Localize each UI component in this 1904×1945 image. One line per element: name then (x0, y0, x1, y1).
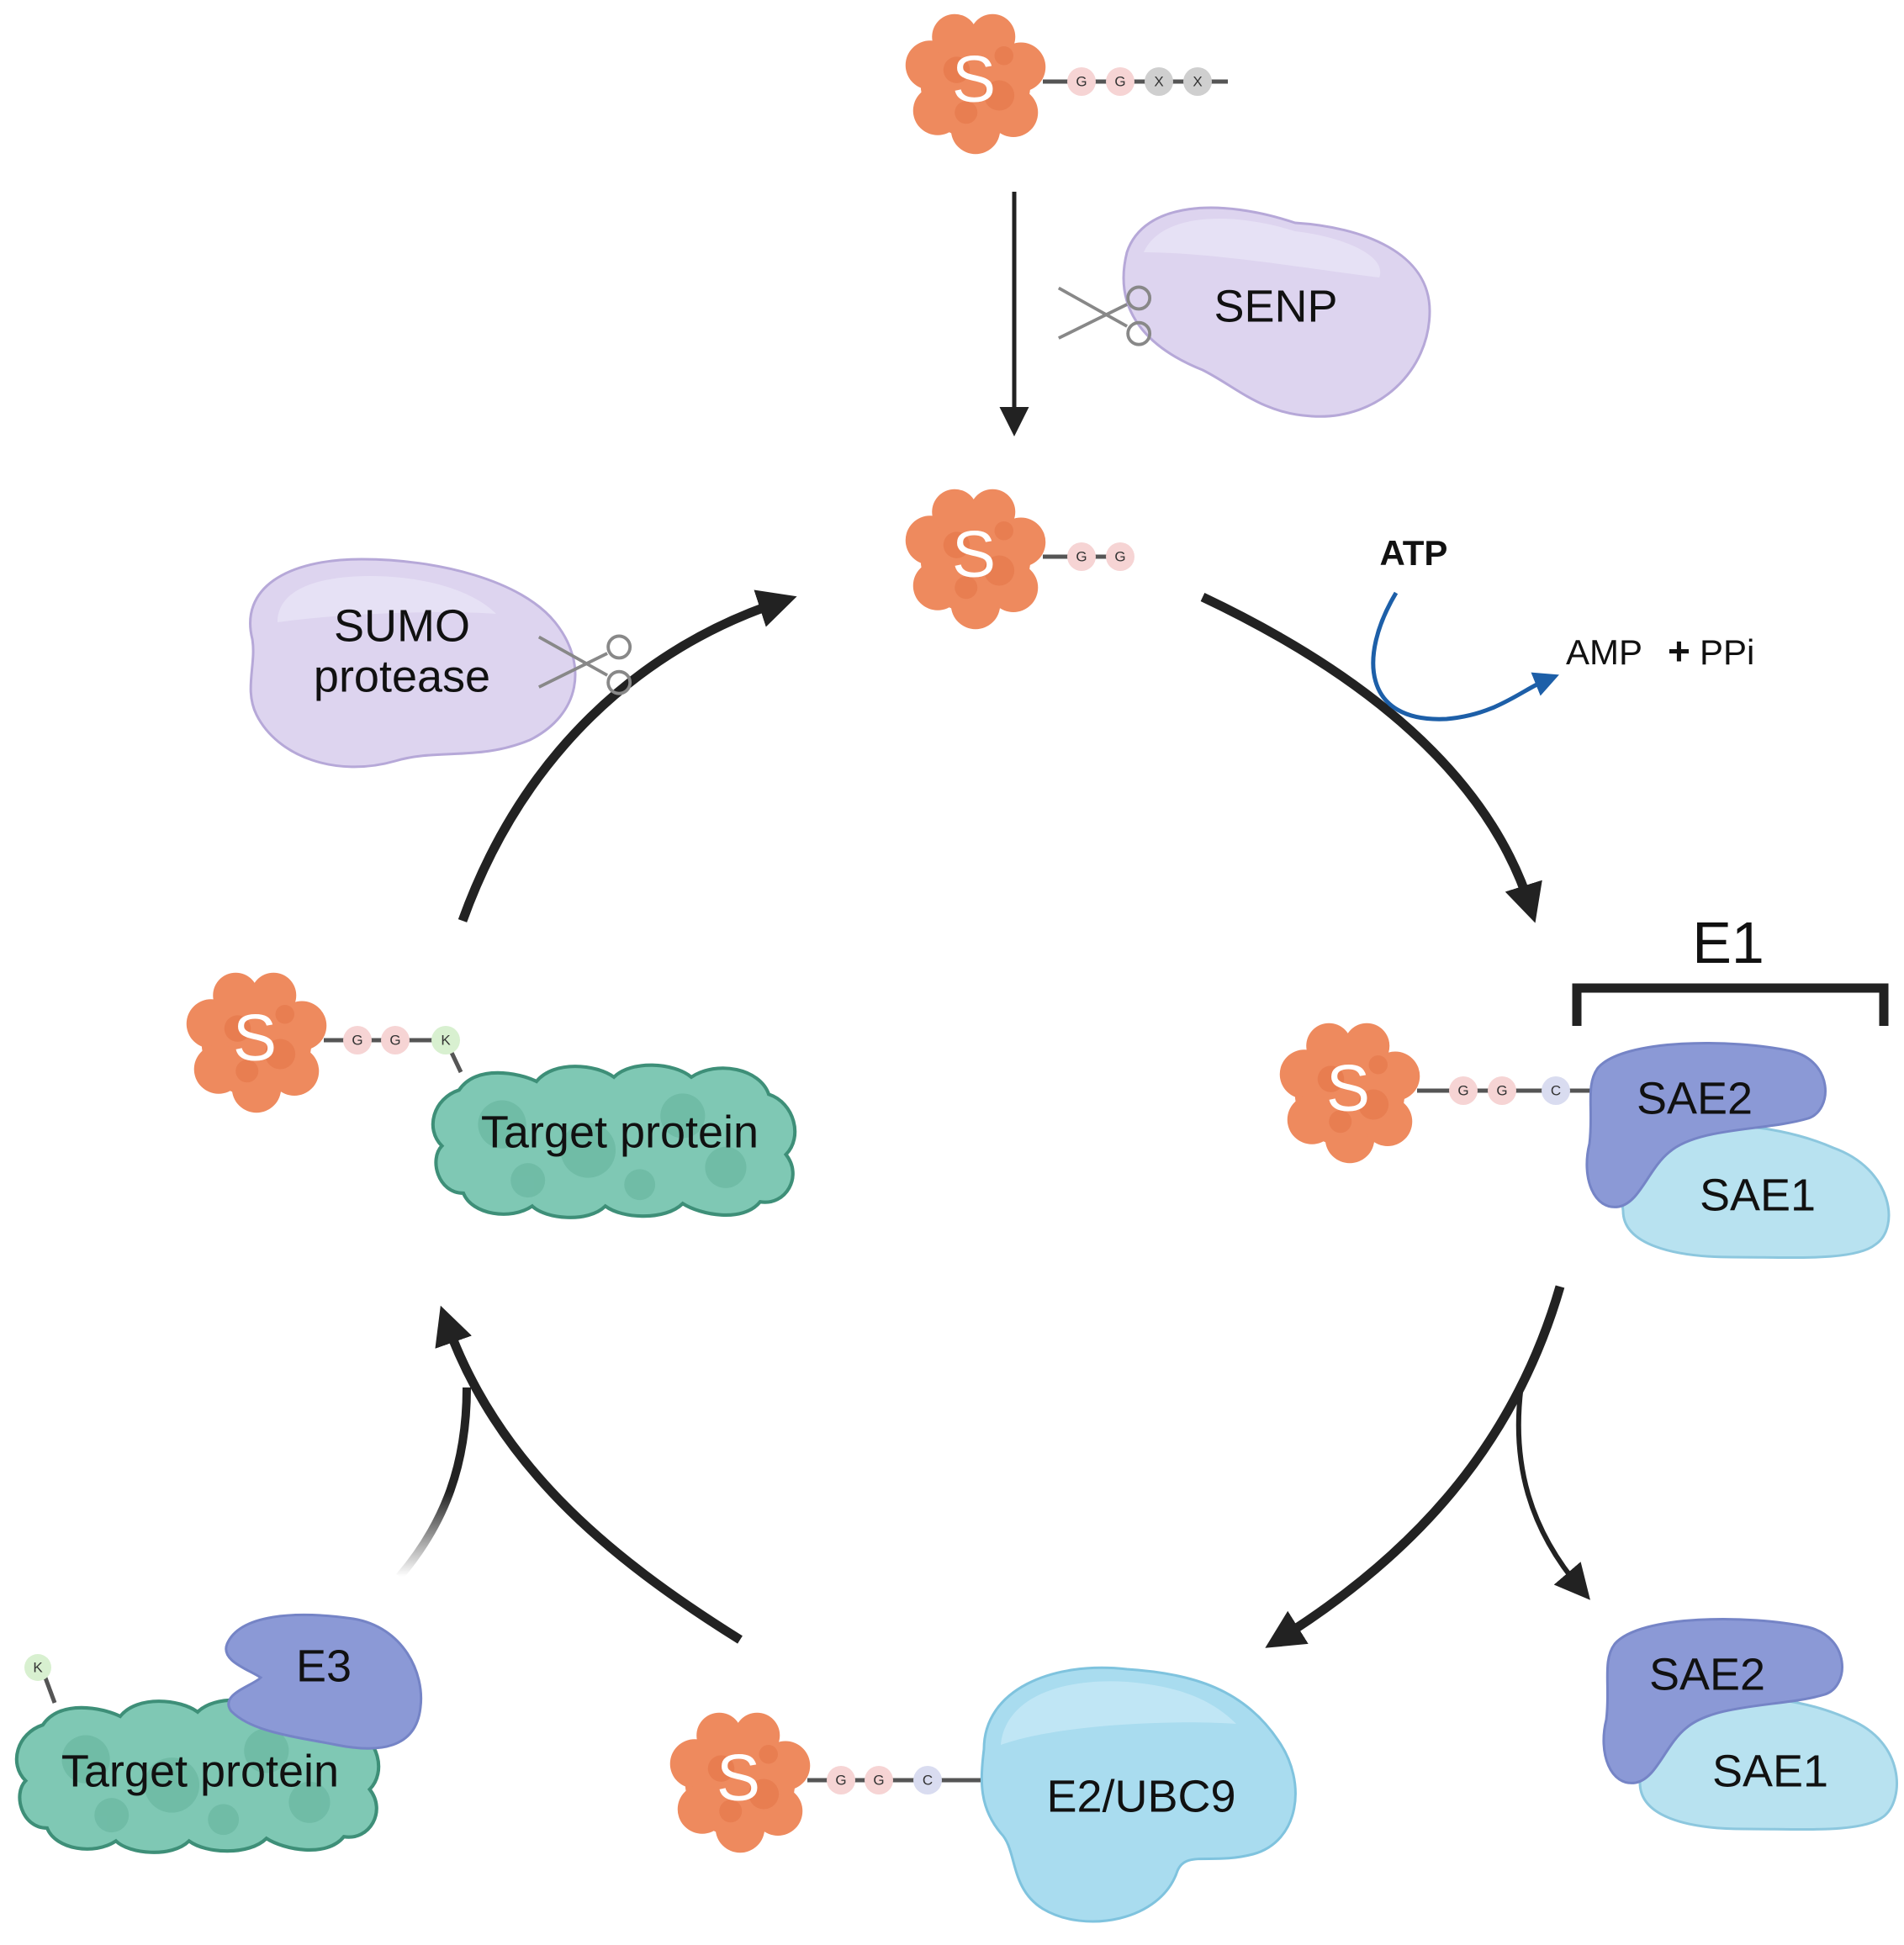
protease-label-line2: protease (314, 651, 490, 701)
e1-complex: E1 S G G C SAE2 SAE1 (1279, 910, 1891, 1260)
residue-g2: G (1114, 73, 1125, 89)
atp-reaction: ATP AMP + PPi (1371, 533, 1754, 721)
residue-g1: G (1457, 1082, 1468, 1098)
sumo-letter: S (1326, 1051, 1370, 1125)
residue-g1: G (352, 1032, 362, 1048)
precursor-residues: G G X X (1067, 67, 1212, 96)
sumo-letter: S (233, 1001, 277, 1075)
e3-label: E3 (296, 1641, 352, 1691)
e1-bracket (1572, 983, 1889, 1026)
arrow-deconjugation (457, 589, 797, 922)
sae2-subunit (1585, 1042, 1827, 1208)
sae2-label: SAE2 (1649, 1649, 1765, 1699)
cycle-arrows (435, 589, 1565, 1648)
e2-ubc9-enzyme (980, 1666, 1297, 1923)
sae1-subunit (1620, 1123, 1891, 1260)
sumo-target-conjugate: S G G K Target protein (186, 972, 795, 1218)
target-protein-label: Target protein (481, 1107, 759, 1157)
residue-x2: X (1193, 73, 1202, 89)
sae1-subunit (1637, 1695, 1898, 1831)
arrow-e3-contribution (396, 1387, 471, 1580)
released-e1: SAE2 SAE1 (1602, 1618, 1898, 1831)
sumo-letter: S (717, 1741, 760, 1815)
sae1-label: SAE1 (1700, 1170, 1816, 1220)
ppi-label: PPi (1700, 632, 1754, 672)
senp-enzyme: SENP (1056, 206, 1431, 418)
sumo-letter: S (952, 517, 996, 591)
lysine-residue: K (33, 1659, 43, 1675)
sae2-subunit (1602, 1618, 1843, 1784)
e2-ubc9-label: E2/UBC9 (1046, 1771, 1235, 1821)
sumo-precursor: S G G X X (905, 13, 1228, 155)
amp-label: AMP (1566, 632, 1642, 672)
residue-g2: G (1114, 548, 1125, 564)
residue-c: C (1551, 1082, 1561, 1098)
residue-k: K (441, 1032, 451, 1048)
sae1-label: SAE1 (1712, 1746, 1828, 1796)
residue-x1: X (1154, 73, 1163, 89)
sae2-label: SAE2 (1637, 1073, 1753, 1123)
protease-label-line1: SUMO (334, 600, 470, 651)
senp-label: SENP (1214, 281, 1337, 331)
e3-target-complex: K E3 Target protein (17, 1613, 423, 1852)
residue-g1: G (1076, 73, 1087, 89)
residue-g1: G (1076, 548, 1087, 564)
arrow-to-e2 (1265, 1285, 1565, 1648)
residue-g1: G (835, 1772, 846, 1788)
residue-g2: G (873, 1772, 884, 1788)
atp-arrow (1371, 591, 1559, 721)
arrow-to-target (435, 1305, 743, 1644)
arrow-e1-release (1515, 1378, 1590, 1600)
plus-sign: + (1668, 629, 1690, 673)
residue-g2: G (389, 1032, 400, 1048)
sumo-mature: S G G (905, 489, 1134, 630)
sumo-protease: SUMO protease (249, 558, 632, 769)
e3-ligase (225, 1613, 423, 1750)
arrow-to-e1 (1200, 593, 1542, 923)
e2-complex: S G G C E2/UBC9 (669, 1666, 1297, 1923)
e1-title: E1 (1692, 910, 1764, 975)
residue-g2: G (1496, 1082, 1507, 1098)
target-protein-label: Target protein (61, 1746, 339, 1796)
sumo-letter: S (952, 42, 996, 116)
residue-c: C (923, 1772, 933, 1788)
atp-label: ATP (1380, 533, 1448, 573)
